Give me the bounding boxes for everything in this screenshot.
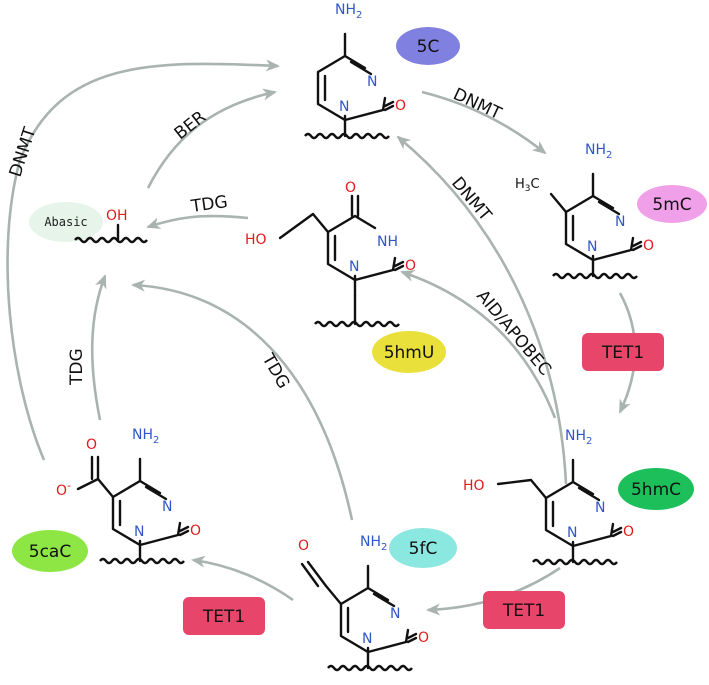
tet1-box-a-bg [582,333,664,371]
5hmu-o4: O [345,180,356,196]
badge-5fc-bg [389,528,457,568]
badge-5mc-bg [637,185,707,223]
badge-5cac-label: 5caC [29,542,71,562]
arrow-abasic-to-5c [146,88,277,189]
tet1-box-b-bg [483,591,565,629]
arrows [6,59,637,616]
5fc-aldehyde-o: O [298,538,309,554]
5hmc-n3: N [595,500,605,516]
arrow-5hmu-to-abasic [146,214,249,229]
tet1-box-c: TET1 [183,597,265,635]
5mc-methyl: H3C [515,177,540,194]
5c-nh2: NH2 [335,2,362,21]
molecule-5cac: NH2 O O- N O N [56,427,201,565]
abasic-wavy [74,236,148,244]
badge-5mc-label: 5mC [652,195,691,215]
5cac-carbonyl-o: O [86,437,97,453]
badge-5hmc-label: 5hmC [631,480,681,500]
5cac-o2: O [190,523,201,539]
5hmu-n1: N [349,259,359,275]
5cac-n1: N [134,524,144,540]
badge-5fc-label: 5fC [409,539,438,559]
badge-5hmu-label: 5hmU [384,343,435,363]
badge-5hmu: 5hmU [372,331,446,373]
5c-o2: O [395,98,406,114]
5fc-n3: N [390,606,400,622]
edge-label-tdg-5hmu: TDG [189,192,229,217]
badge-5hmu-bg [372,331,446,373]
molecule-5c: NH2 N O N [304,2,406,140]
badge-5mc: 5mC [637,185,707,223]
edge-label-dnmt-5hmc-5c: DNMT [447,173,495,225]
molecule-5fc: NH2 O N O N [298,534,429,672]
badge-5hmc-bg [618,468,694,510]
5hmc-nh2: NH2 [565,428,592,447]
tet1-box-a: TET1 [582,333,664,371]
arrow-5cac-to-abasic [90,274,107,421]
5hmu-nh: NH [377,234,398,250]
5mc-o2: O [643,238,654,254]
edge-label-tdg-5fc: TDG [257,350,293,393]
arrow-5hmc-to-5c [396,135,568,485]
edge-label-aid-apobec: AID/APOBEC [472,286,555,379]
badge-5c: 5C [396,27,460,65]
5c-n3: N [367,74,377,90]
5hmc-o2: O [623,524,634,540]
abasic-label: Abasic [44,215,87,229]
tet1-box-c-bg [183,597,265,635]
5mc-n1: N [587,239,597,255]
arrow-5hmc-to-5hmu [400,270,557,419]
molecule-5hmc: NH2 HO N O N [463,428,634,566]
badge-5fc: 5fC [389,528,457,568]
abasic-site: Abasic OH [29,202,148,244]
molecule-5hmu: O HO NH O N [245,180,416,328]
arrow-5cac-to-5c [6,59,280,461]
5fc-o2: O [418,630,429,646]
badge-5cac-bg [12,530,88,572]
abasic-oh: OH [106,208,128,224]
molecule-5mc: NH2 H3C N O N [515,142,654,280]
5cac-nh2: NH2 [132,427,159,446]
badge-5c-label: 5C [417,37,440,57]
arrow-5fc-to-abasic [131,279,354,521]
5hmc-n1: N [567,525,577,541]
5c-n1: N [339,99,349,115]
edge-label-dnmt-5c-5mc: DNMT [450,84,505,124]
abasic-bg [29,202,103,242]
badge-5cac: 5caC [12,530,88,572]
edge-label-dnmt-5cac-5c: DNMT [6,124,41,179]
tet1-label-c: TET1 [202,607,245,627]
5hmc-ho: HO [463,478,485,494]
5mc-nh2: NH2 [585,142,612,161]
5cac-carboxylate-o: O- [56,479,71,499]
5fc-n1: N [362,631,372,647]
5hmu-o2: O [405,258,416,274]
tet1-box-b: TET1 [483,591,565,629]
5cac-n3: N [162,499,172,515]
edge-label-ber: BER [171,107,210,144]
tet1-label-b: TET1 [502,601,545,621]
tet1-label-a: TET1 [601,343,644,363]
5hmu-ho: HO [245,232,267,248]
badge-5hmc: 5hmC [618,468,694,510]
edge-label-tdg-5cac: TDG [67,348,87,386]
arrow-5fc-to-5cac [191,555,294,602]
arrow-5c-to-5mc [421,90,547,155]
5fc-nh2: NH2 [360,534,387,553]
badge-5c-bg [396,27,460,65]
5mc-n3: N [615,214,625,230]
